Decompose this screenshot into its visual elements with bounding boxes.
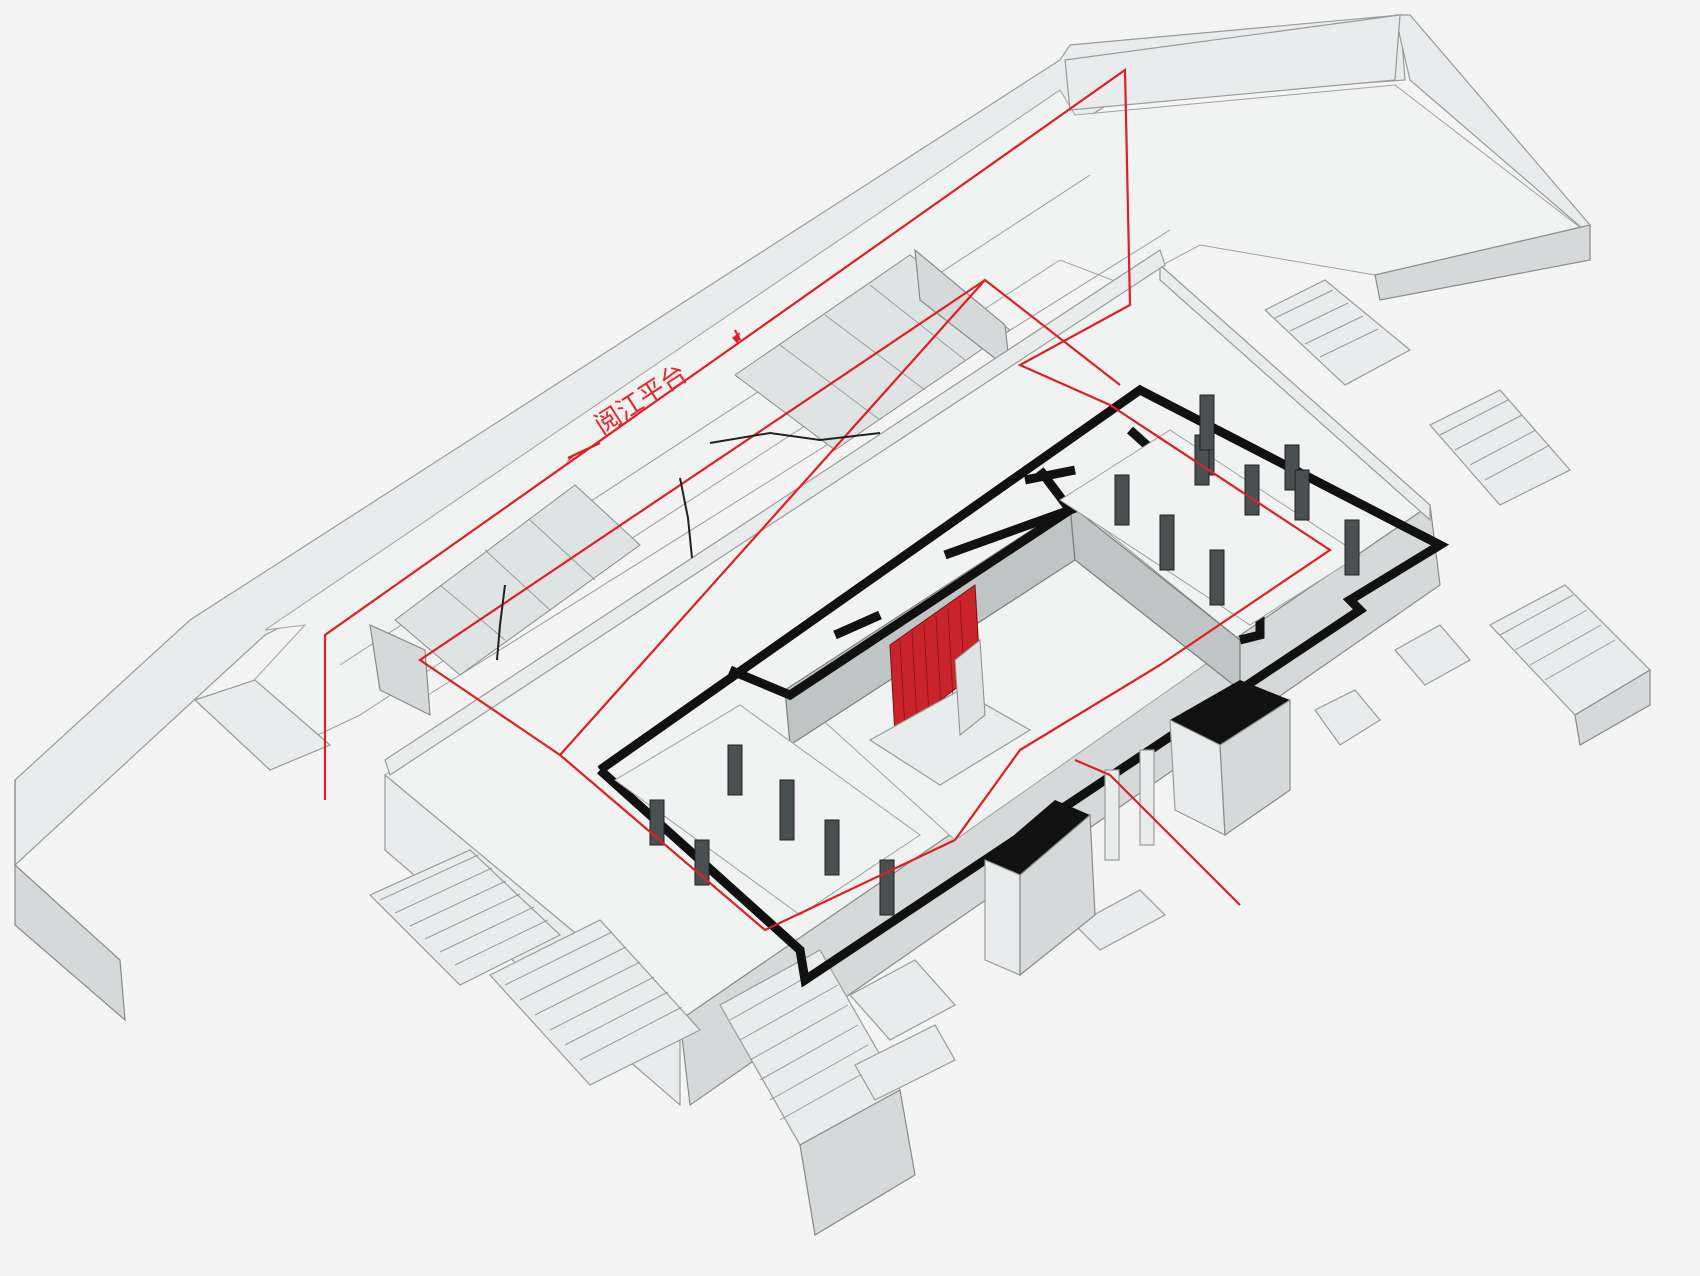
platform-details bbox=[496, 431, 881, 661]
route-arrow-left bbox=[732, 332, 740, 344]
river-platform bbox=[14, 14, 1592, 1022]
visitor-route bbox=[323, 67, 1332, 932]
route-arrow-right bbox=[566, 451, 580, 463]
right-stairs bbox=[1224, 279, 1651, 816]
entrance-blocks bbox=[984, 680, 1291, 977]
exhibition-walls bbox=[596, 384, 1450, 988]
left-stairs bbox=[193, 679, 1166, 1236]
